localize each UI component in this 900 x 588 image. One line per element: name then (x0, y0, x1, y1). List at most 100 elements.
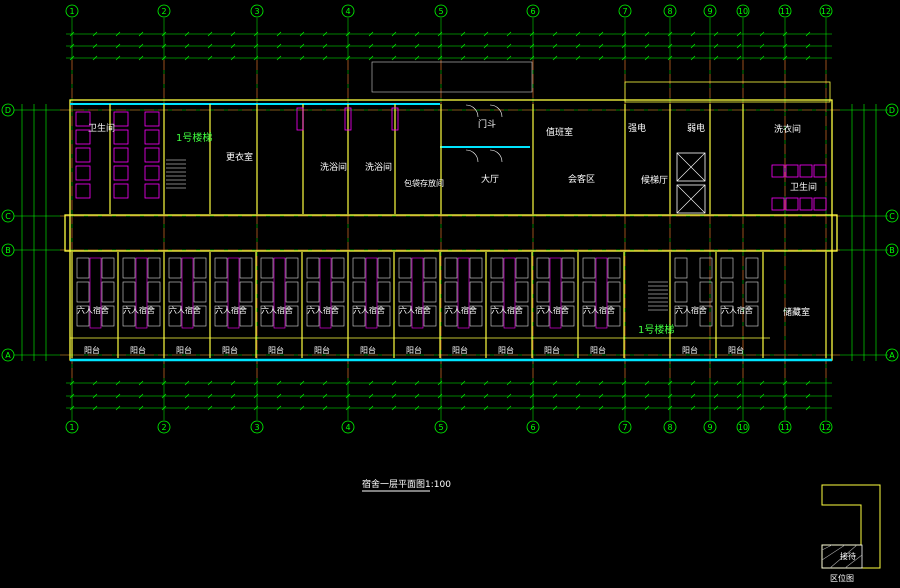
dim-tick (736, 55, 742, 61)
dim-tick (713, 55, 719, 61)
room-reception: 会客区 (568, 173, 595, 185)
axis-bubble (736, 420, 750, 434)
dim-tick (253, 55, 259, 61)
dim-tick (598, 43, 604, 49)
dim-tick (92, 405, 98, 411)
dim-tick (184, 380, 190, 386)
dim-tick (115, 405, 121, 411)
dim-tick (644, 380, 650, 386)
dim-tick (805, 393, 811, 399)
dim-tick (253, 405, 259, 411)
axis-bubble (819, 4, 833, 18)
room-dorm: 六人宿舍 (537, 305, 569, 315)
desk (135, 257, 148, 329)
bed (122, 257, 136, 279)
axis-label: C (889, 212, 895, 221)
axis-label: 3 (254, 423, 259, 432)
bed (745, 257, 759, 279)
bed (377, 257, 391, 279)
axis-bubble (885, 103, 899, 117)
dim-tick (437, 380, 443, 386)
bay-window (624, 81, 831, 103)
dim-tick (460, 380, 466, 386)
dim-tick (575, 405, 581, 411)
bed (561, 281, 575, 303)
dim-tick (345, 405, 351, 411)
desk (549, 257, 562, 329)
dim-tick (115, 393, 121, 399)
bed (377, 281, 391, 303)
room-balcony: 阳台 (452, 345, 468, 355)
dim-tick (506, 43, 512, 49)
bed (607, 257, 621, 279)
dim-tick (667, 31, 673, 37)
dim-tick (161, 393, 167, 399)
walls (64, 61, 838, 362)
dim-tick (644, 393, 650, 399)
dim-tick (644, 43, 650, 49)
room-dorm: 六人宿舍 (491, 305, 523, 315)
bed (423, 305, 437, 327)
dim-tick (184, 43, 190, 49)
bed (490, 305, 504, 327)
room-balcony: 阳台 (498, 345, 514, 355)
dim-tick (598, 55, 604, 61)
dim-tick (414, 31, 420, 37)
bed (193, 305, 207, 327)
room-dorm: 六人宿舍 (307, 305, 339, 315)
bed (239, 281, 253, 303)
axis-label: 6 (530, 423, 535, 432)
dim-tick (299, 380, 305, 386)
door-swing (465, 149, 479, 163)
axis-label: 12 (821, 7, 831, 16)
room-dorm: 六人宿舍 (261, 305, 293, 315)
dim-tick (782, 380, 788, 386)
dim-tick (253, 43, 259, 49)
toilet-stall (799, 197, 813, 211)
bed (720, 305, 734, 327)
dim-tick (276, 405, 282, 411)
dim-tick (713, 405, 719, 411)
axis-label: 9 (707, 7, 712, 16)
dim-tick (69, 31, 75, 37)
room-storage: 储藏室 (783, 306, 810, 318)
dim-tick (299, 405, 305, 411)
bed (168, 305, 182, 327)
bed (444, 257, 458, 279)
bed (674, 257, 688, 279)
axis-label: B (5, 246, 11, 255)
room-toilet-right: 卫生间 (790, 181, 817, 193)
axis-bubble (341, 420, 355, 434)
dim-tick (759, 31, 765, 37)
toilet-stall (113, 183, 129, 199)
desk (181, 257, 194, 329)
toilet-stall (113, 129, 129, 145)
axis-bubble (703, 4, 717, 18)
room-labels: 卫生间 1号楼梯 更衣室 洗浴间 洗浴间 包袋存放间 门斗 大厅 值班室 会客区… (88, 118, 817, 336)
bed (76, 257, 90, 279)
dim-tick (299, 55, 305, 61)
bed (306, 281, 320, 303)
dim-tick (690, 393, 696, 399)
room-bags: 包袋存放间 (404, 178, 444, 188)
bed (352, 305, 366, 327)
bed (101, 281, 115, 303)
room-laundry: 洗衣间 (774, 123, 801, 135)
dim-tick (713, 393, 719, 399)
dim-tick (552, 55, 558, 61)
axis-bubble (885, 209, 899, 223)
dim-tick (667, 380, 673, 386)
room-dorm: 六人宿舍 (583, 305, 615, 315)
dim-tick (69, 405, 75, 411)
dim-tick (230, 405, 236, 411)
dim-tick (299, 31, 305, 37)
dim-tick (621, 405, 627, 411)
dim-tick (506, 380, 512, 386)
dim-tick (184, 405, 190, 411)
bed (101, 257, 115, 279)
bed (122, 281, 136, 303)
desk (595, 257, 608, 329)
axis-bubble (65, 420, 79, 434)
bed (214, 257, 228, 279)
